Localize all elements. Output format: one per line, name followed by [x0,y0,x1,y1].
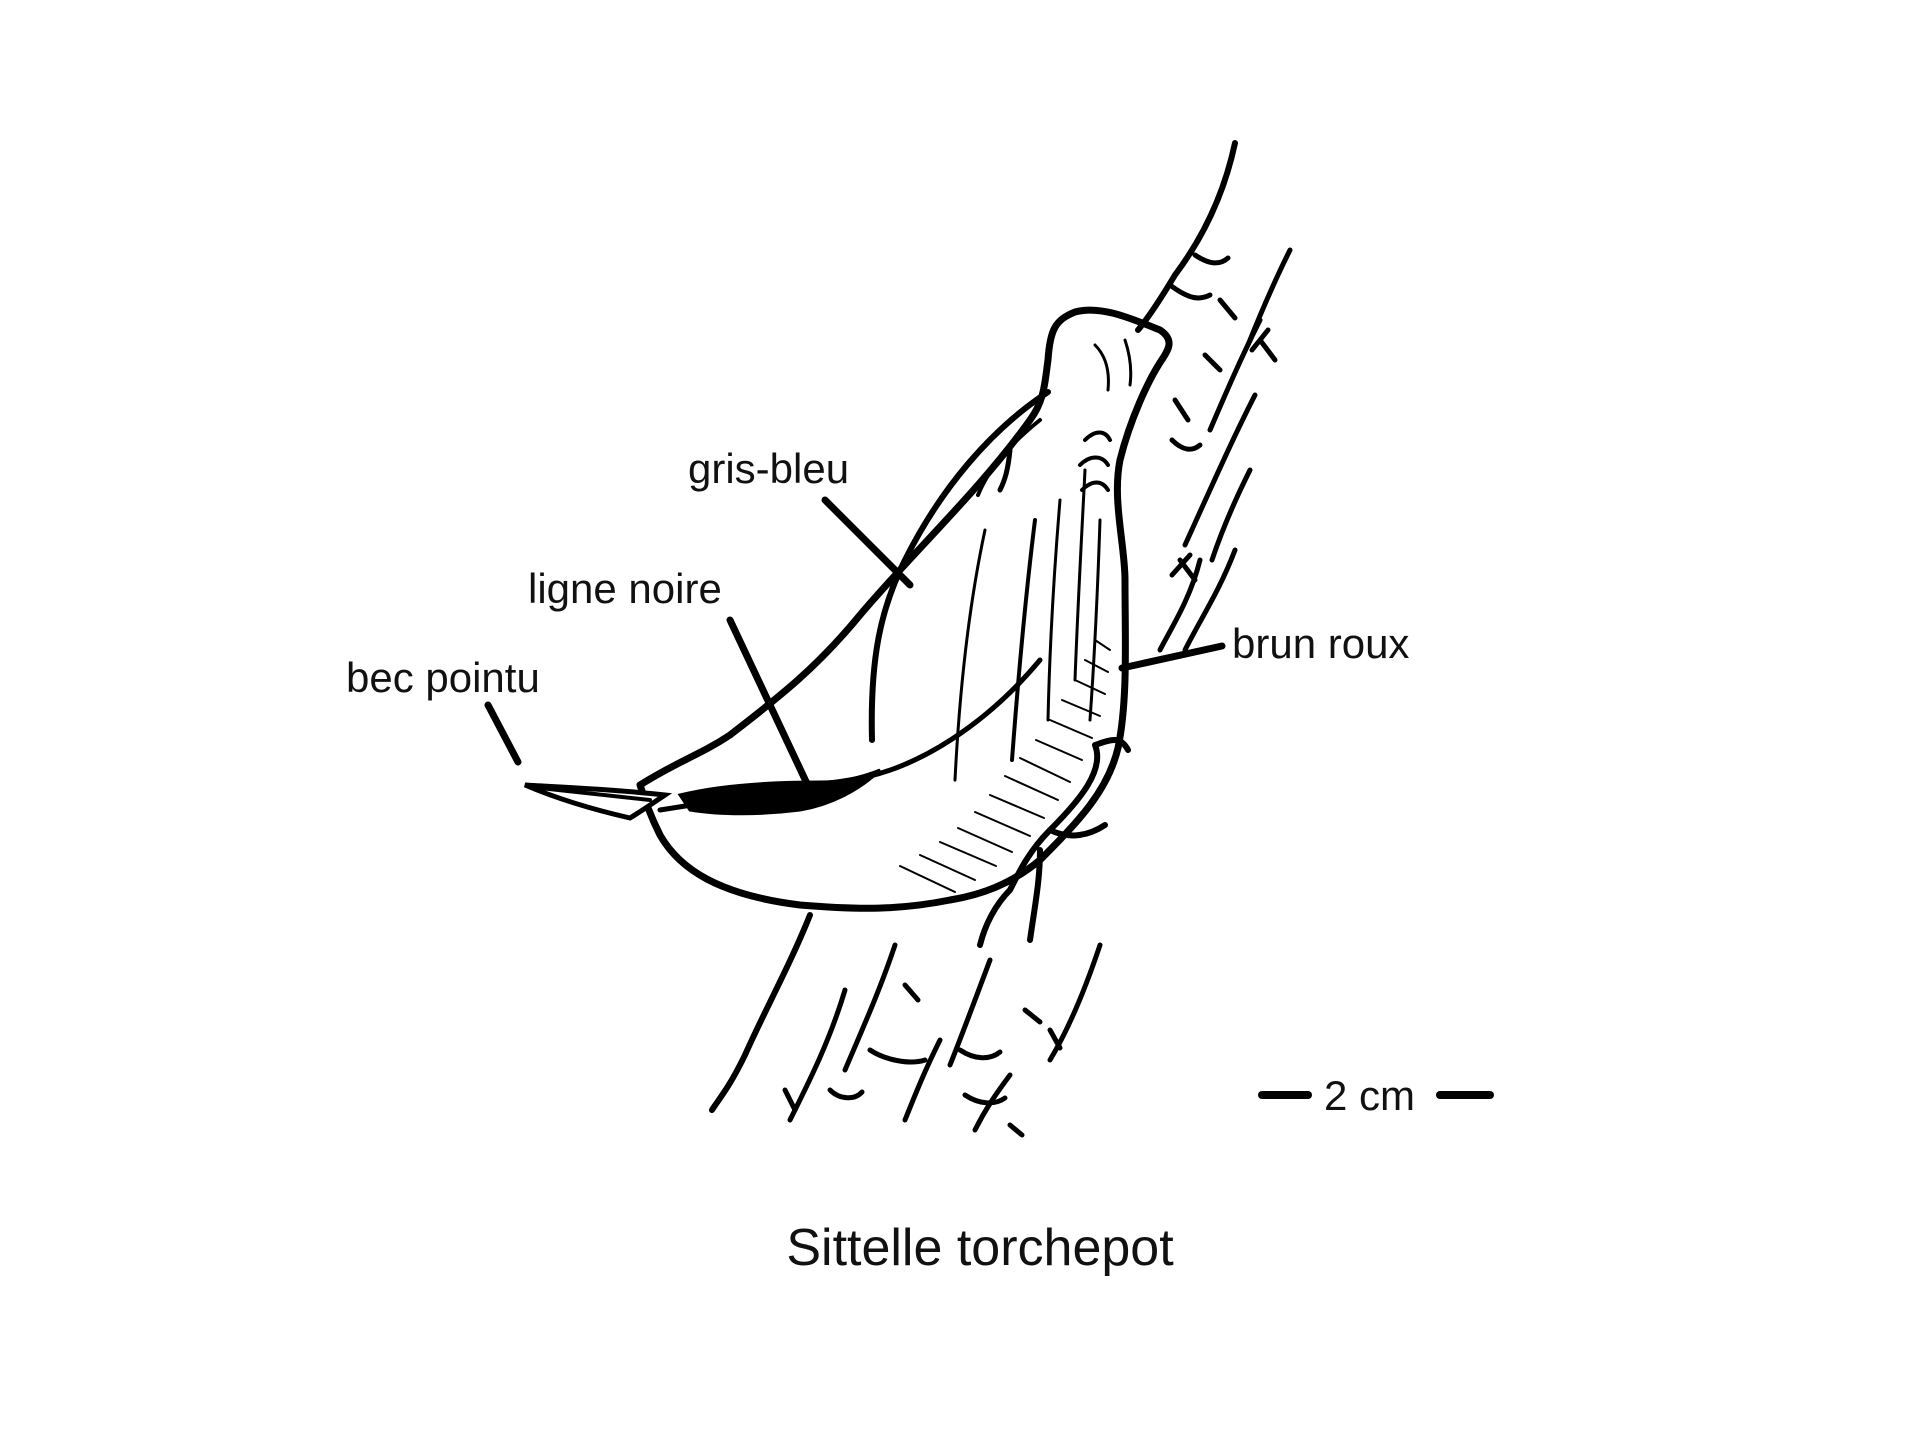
wing-feather-line [1046,498,1062,722]
trunk-bark-notch [1169,397,1203,452]
wing-feather-line [1073,468,1087,682]
nuthatch-bird [524,306,1173,948]
pointed-beak [524,782,673,821]
trunk-bark-line [842,942,898,1073]
scale-bar: 2 cm [1258,1072,1494,1119]
label-ligne-noire: ligne noire [528,565,722,612]
wing-shoulder-detail [976,418,1042,497]
diagram-title: Sittelle torchepot [786,1219,1174,1277]
tail-feather-lines [1093,338,1133,392]
label-bec-pointu: bec pointu [346,654,540,701]
trunk-bark-notch [782,1087,865,1113]
trunk-bark-notch [1202,297,1238,373]
trunk-bark-notch [1249,327,1278,363]
trunk-lower-left-edge [709,912,813,1113]
eye-stripe-highlight [698,793,792,802]
wing-feather-line [1088,518,1102,722]
trunk-bark-notch [1167,252,1231,301]
wing-outline [868,389,1051,743]
trunk-bark-line [1047,942,1103,1063]
black-eye-stripe [677,768,882,816]
label-gris-bleu: gris-bleu [688,445,849,492]
trunk-bark-line [1157,557,1203,653]
beak-mandible-line [538,786,652,802]
trunk-bark-line [1207,317,1263,433]
trunk-bark-notch [902,982,1063,1051]
tree-trunk-upper [1135,140,1293,653]
wing-feather-line [953,528,987,782]
trunk-bark-notch [962,1092,1025,1138]
leader-line-brun-roux [1118,642,1226,672]
trunk-upper-left-edge [1135,140,1238,333]
trunk-bark-notch [867,1047,1003,1065]
trunk-bark-line [1209,467,1253,563]
label-brun-roux: brun roux [1232,620,1409,667]
trunk-bark-line [902,1037,943,1123]
trunk-bark-line [787,987,848,1123]
trunk-bark-line [947,957,993,1068]
leader-line-gris-bleu [821,496,914,589]
bird-feet [977,737,1131,948]
wing-feather-line [1010,518,1037,762]
trunk-bark-line [1182,547,1238,653]
tree-trunk-lower [709,912,1103,1138]
wing-shoulder-detail [997,447,1013,493]
scale-bar-label: 2 cm [1324,1072,1415,1119]
trunk-bark-notch [1169,552,1198,583]
leader-line-bec-pointu [484,701,522,766]
flank-hatching [899,639,1111,893]
tail-feather-scallops [1078,430,1112,492]
trunk-bark-line [1182,392,1258,548]
leader-line-ligne-noire [726,616,814,794]
